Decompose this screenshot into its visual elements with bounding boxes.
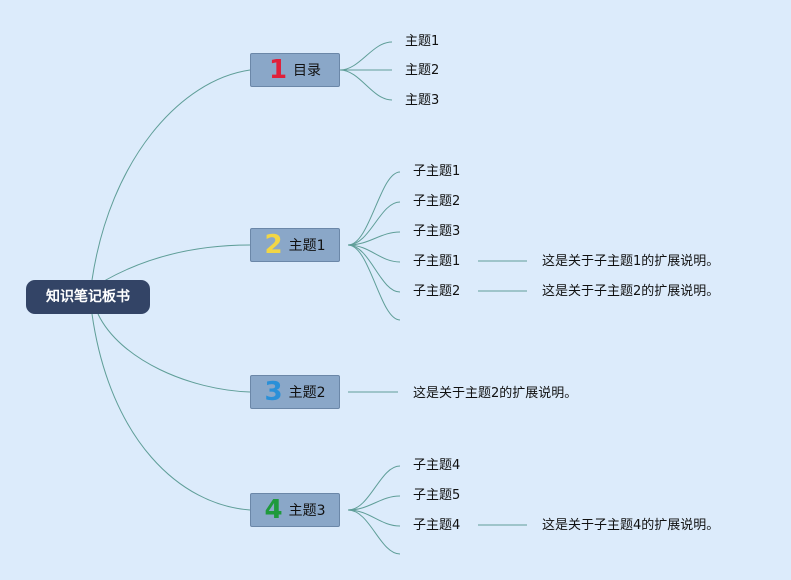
branch-node-2[interactable]: 2 主题1 (250, 228, 340, 262)
leaf-2-1[interactable]: 子主题1 (413, 164, 461, 179)
leaf-1-3[interactable]: 主题3 (405, 93, 440, 108)
branch-node-4[interactable]: 4 主题3 (250, 493, 340, 527)
branch-label-2: 主题1 (288, 238, 326, 254)
branch-label-3: 主题2 (288, 385, 326, 401)
leaf-2-3[interactable]: 子主题3 (413, 224, 461, 239)
connector-root-branch-1 (91, 69, 251, 281)
leaf-4-2[interactable]: 子主题5 (413, 488, 461, 503)
connector-root-branch-4 (91, 313, 251, 511)
connector-root-branch-3 (97, 313, 251, 393)
branch-label-1: 目录 (293, 63, 322, 79)
note-3[interactable]: 这是关于主题2的扩展说明。 (413, 386, 578, 401)
branch-label-4: 主题3 (288, 503, 326, 519)
branch-node-1[interactable]: 1 目录 (250, 53, 340, 87)
branch-number-4: 4 (264, 495, 283, 525)
branch-node-3[interactable]: 3 主题2 (250, 375, 340, 409)
branch-number-3: 3 (264, 377, 283, 407)
note-4-1[interactable]: 这是关于子主题4的扩展说明。 (542, 518, 720, 533)
branch-number-2: 2 (264, 230, 283, 260)
leaf-1-1[interactable]: 主题1 (405, 34, 440, 49)
note-2-1[interactable]: 这是关于子主题1的扩展说明。 (542, 254, 720, 269)
leaf-4-3[interactable]: 子主题4 (413, 518, 461, 533)
leaf-4-1[interactable]: 子主题4 (413, 458, 461, 473)
leaf-2-5[interactable]: 子主题2 (413, 284, 461, 299)
branch-number-1: 1 (268, 55, 288, 85)
leaf-2-2[interactable]: 子主题2 (413, 194, 461, 209)
note-2-2[interactable]: 这是关于子主题2的扩展说明。 (542, 284, 720, 299)
root-node[interactable]: 知识笔记板书 (26, 280, 150, 314)
leaf-1-2[interactable]: 主题2 (405, 63, 440, 78)
connector-root-branch-2 (103, 244, 251, 282)
leaf-2-4[interactable]: 子主题1 (413, 254, 461, 269)
